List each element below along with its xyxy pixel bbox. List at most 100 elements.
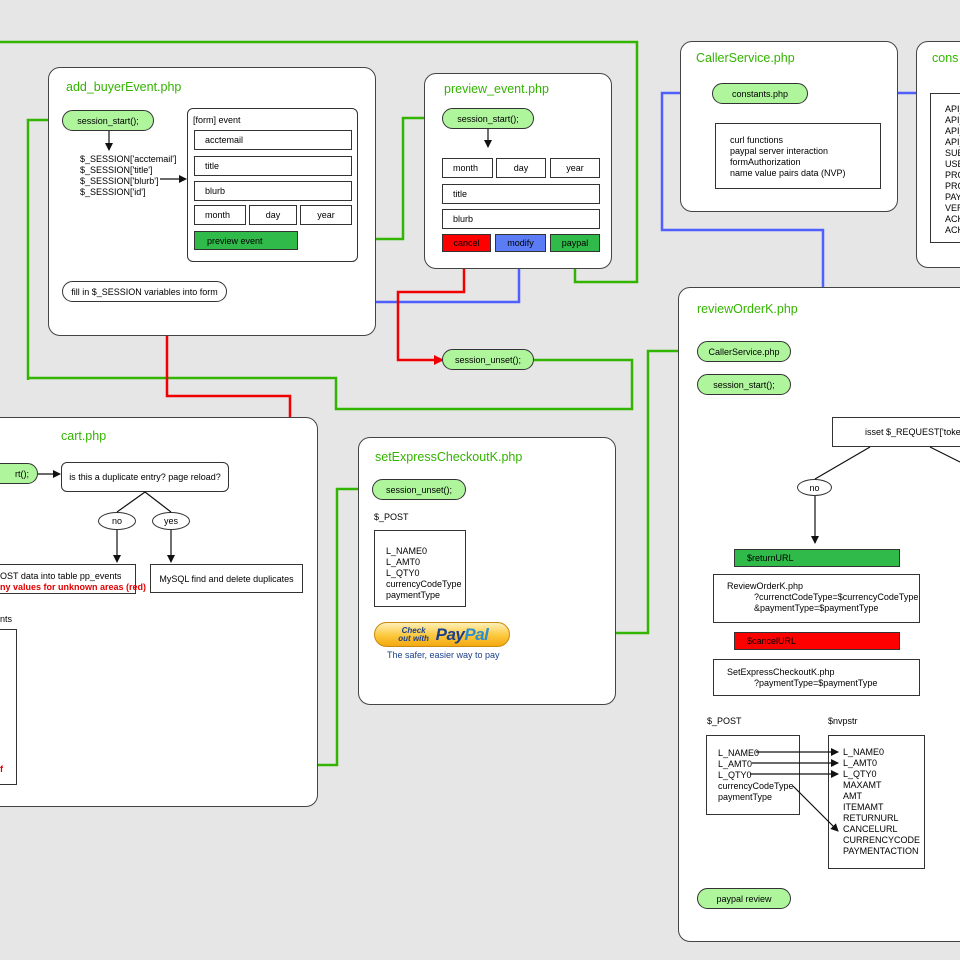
paypal-logo: PayPal	[436, 625, 489, 645]
cart-yes-oval: yes	[152, 512, 190, 530]
nvpstr-box: L_NAME0 L_AMT0 L_QTY0 MAXAMT AMT ITEMAMT…	[828, 735, 925, 869]
connector-constants	[660, 88, 825, 348]
const-line: USE	[945, 159, 960, 169]
post-line: paymentType	[386, 590, 441, 600]
connector-cancel-unset	[396, 252, 466, 365]
caller-line: curl functions	[730, 135, 784, 145]
paypal-button: paypal	[550, 234, 600, 252]
session-unset-pill: session_unset();	[442, 349, 534, 370]
post-line: currencyCodeType	[386, 579, 462, 589]
caller-line: paypal server interaction	[730, 146, 829, 156]
connector-top-loop	[0, 40, 639, 284]
return-line: &paymentType=$paymentType	[754, 603, 879, 613]
panel-title-preview: preview_event.php	[444, 82, 549, 96]
setexpress-session-unset-pill: session_unset();	[372, 479, 466, 500]
preview-year-field: year	[550, 158, 600, 178]
cart-session-start-pill: rt();	[0, 463, 38, 484]
title-field: title	[194, 156, 352, 176]
form-label: [form] event	[193, 115, 241, 125]
const-line: PRO	[945, 170, 960, 180]
review-caller-pill: CallerService.php	[697, 341, 791, 362]
paypal-review-pill: paypal review	[697, 888, 791, 909]
cancel-line: SetExpressCheckoutK.php	[727, 667, 835, 677]
cart-partial-label: nts	[0, 614, 13, 624]
setexpress-post-box: L_NAME0 L_AMT0 L_QTY0 currencyCodeType p…	[374, 530, 466, 607]
preview-event-button: preview event	[194, 231, 298, 250]
return-url-box: ReviewOrderK.php ?currenctCodeType=$curr…	[713, 574, 920, 623]
session-vars-list: $_SESSION['acctemail'] $_SESSION['title'…	[80, 154, 176, 198]
review-post-line: L_QTY0	[718, 770, 752, 780]
post-line: L_QTY0	[386, 568, 420, 578]
isset-token-box: isset $_REQUEST['token']	[832, 417, 960, 447]
const-line: ACK	[945, 214, 960, 224]
panel-title-review: reviewOrderK.php	[697, 302, 798, 316]
acctemail-field: acctemail	[194, 130, 352, 150]
month-field: month	[194, 205, 246, 225]
caller-functions-box: curl functions paypal server interaction…	[715, 123, 881, 189]
review-nvpstr-label: $nvpstr	[828, 716, 858, 726]
nvp-line: CANCELURL	[843, 824, 898, 834]
preview-session-start-pill: session_start();	[442, 108, 534, 129]
nvp-line: CURRENCYCODE	[843, 835, 921, 845]
nvp-line: MAXAMT	[843, 780, 882, 790]
paypal-logo-pal: Pal	[464, 624, 489, 644]
constants-pill: constants.php	[712, 83, 808, 104]
post-line: L_NAME0	[386, 546, 428, 556]
paypal-checkout-button[interactable]: Check out with PayPal	[374, 622, 510, 647]
review-post-line: currencyCodeType	[718, 781, 794, 791]
review-post-box: L_NAME0 L_AMT0 L_QTY0 currencyCodeType p…	[706, 735, 800, 815]
insert-data-line: OST data into table pp_events	[0, 571, 122, 581]
nvp-line: RETURNURL	[843, 813, 899, 823]
cart-partial-red: f	[0, 764, 3, 774]
preview-title-field: title	[442, 184, 600, 204]
review-post-line: L_NAME0	[718, 748, 760, 758]
preview-day-field: day	[496, 158, 546, 178]
nvp-line: AMT	[843, 791, 862, 801]
const-line: SUB	[945, 148, 960, 158]
modify-button: modify	[495, 234, 546, 252]
panel-title-setexpress: setExpressCheckoutK.php	[375, 450, 523, 464]
nvp-line: PAYMENTACTION	[843, 846, 919, 856]
session-start-pill: session_start();	[62, 110, 154, 131]
cancel-url-box: SetExpressCheckoutK.php ?paymentType=$pa…	[713, 659, 920, 696]
mysql-duplicates-box: MySQL find and delete duplicates	[150, 564, 303, 593]
cancel-url-bar: $cancelURL	[734, 632, 900, 650]
setexpress-post-label: $_POST	[374, 512, 409, 522]
nvp-line: L_QTY0	[843, 769, 877, 779]
cancel-button: cancel	[442, 234, 491, 252]
panel-title-add-buyer: add_buyerEvent.php	[66, 80, 182, 94]
caller-line: formAuthorization	[730, 157, 801, 167]
connector-unset-loop	[28, 358, 634, 411]
session-var: $_SESSION['title']	[80, 165, 153, 175]
nvp-line: L_AMT0	[843, 758, 878, 768]
session-var: $_SESSION['acctemail']	[80, 154, 177, 164]
const-line: PAY	[945, 192, 960, 202]
const-line: API_	[945, 137, 960, 147]
paypal-tagline: The safer, easier way to pay	[387, 650, 500, 660]
review-no-oval: no	[797, 479, 832, 496]
review-session-start-pill: session_start();	[697, 374, 791, 395]
cancel-line: ?paymentType=$paymentType	[754, 678, 878, 688]
return-line: ReviewOrderK.php	[727, 581, 804, 591]
const-line: VER	[945, 203, 960, 213]
panel-title-caller: CallerService.php	[696, 51, 795, 65]
nvp-line: L_NAME0	[843, 747, 885, 757]
return-line: ?currenctCodeType=$currencyCodeType	[754, 592, 919, 602]
preview-blurb-field: blurb	[442, 209, 600, 229]
insert-data-box	[0, 564, 136, 594]
review-post-line: L_AMT0	[718, 759, 753, 769]
return-url-bar: $returnURL	[734, 549, 900, 567]
paypal-logo-pay: Pay	[435, 624, 465, 644]
cart-partial-box	[0, 629, 17, 785]
fill-in-session-pill: fill in $_SESSION variables into form	[62, 281, 227, 302]
duplicate-question-box: is this a duplicate entry? page reload?	[61, 462, 229, 492]
nvp-line: ITEMAMT	[843, 802, 884, 812]
review-post-label: $_POST	[707, 716, 742, 726]
const-line: PRO	[945, 181, 960, 191]
cart-no-oval: no	[98, 512, 136, 530]
year-field: year	[300, 205, 352, 225]
post-line: L_AMT0	[386, 557, 421, 567]
session-var: $_SESSION['blurb']	[80, 176, 159, 186]
blurb-field: blurb	[194, 181, 352, 201]
